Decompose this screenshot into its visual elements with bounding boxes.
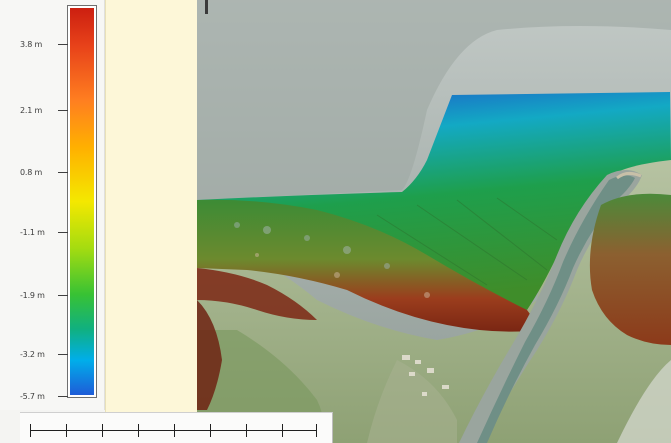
- scale-bar-tick: [282, 424, 283, 437]
- legend-tick: -1.9 m: [20, 289, 68, 301]
- color-ramp-frame: [67, 5, 97, 398]
- legend-tick: -1.1 m: [20, 226, 68, 238]
- legend-tick: 2.1 m: [20, 104, 68, 116]
- scale-bar-line: [30, 430, 317, 431]
- legend-tick: -5.7 m: [20, 390, 68, 402]
- faded-corner: [617, 360, 671, 443]
- elevation-raster-plateau: [197, 92, 671, 310]
- scale-bar-tick: [174, 424, 175, 437]
- scale-bar-tick: [30, 424, 31, 437]
- legend-tick-mark: [58, 231, 68, 233]
- scale-bar-tick: [316, 424, 317, 437]
- legend-tick-label: -5.7 m: [20, 391, 45, 401]
- legend-tick-label: 3.8 m: [20, 39, 43, 49]
- legend-tick-label: -1.1 m: [20, 227, 45, 237]
- legend-tick-mark: [58, 43, 68, 45]
- river-bank: [616, 171, 642, 180]
- legend-tick-mark: [58, 353, 68, 355]
- scale-bar-tick: [246, 424, 247, 437]
- legend-tick-mark: [58, 109, 68, 111]
- buildings: [402, 355, 449, 396]
- legend-tick-mark: [58, 294, 68, 296]
- village-area: [367, 360, 457, 443]
- scale-bar-tick: [210, 424, 211, 437]
- scale-bar-tick: [66, 424, 67, 437]
- elevation-legend-panel: 3.8 m 2.1 m 0.8 m -1.1 m -1.9 m -3.2 m -…: [0, 0, 106, 410]
- river-water: [477, 175, 635, 443]
- legend-tick: -3.2 m: [20, 348, 68, 360]
- terrain-texture: [234, 222, 430, 298]
- legend-tick-mark: [58, 171, 68, 173]
- legend-tick-label: 2.1 m: [20, 105, 43, 115]
- elevation-raster-slope: [197, 199, 542, 332]
- cliff-edge: [197, 268, 317, 320]
- legend-tick-label: -3.2 m: [20, 349, 45, 359]
- legend-tick: 0.8 m: [20, 166, 68, 178]
- legend-tick-mark: [58, 395, 68, 397]
- scale-bar-tick: [138, 424, 139, 437]
- elevation-raster-east: [589, 193, 671, 345]
- legend-tick-label: -1.9 m: [20, 290, 45, 300]
- map-viewport[interactable]: [197, 0, 671, 443]
- legend-tick-label: 0.8 m: [20, 167, 43, 177]
- scale-bar: [20, 412, 333, 443]
- legend-tick: 3.8 m: [20, 38, 68, 50]
- terrain-map[interactable]: [197, 0, 671, 443]
- slope-lines: [376, 197, 558, 286]
- scale-bar-tick: [102, 424, 103, 437]
- elevation-color-ramp: [70, 8, 94, 395]
- panel-divider: [205, 0, 208, 14]
- side-panel: [105, 0, 199, 443]
- hazy-terrain: [197, 0, 671, 200]
- rock-face: [197, 300, 222, 410]
